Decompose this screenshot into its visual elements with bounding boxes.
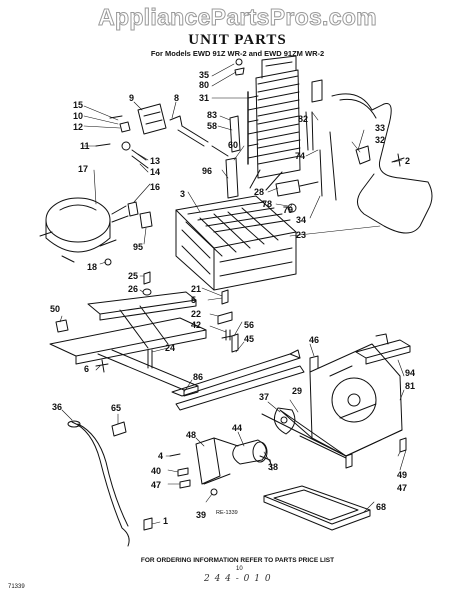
callout-65: 65	[111, 403, 122, 413]
callout-44: 44	[232, 423, 243, 433]
tube-parts	[177, 115, 241, 199]
callout-47-right: 47	[397, 483, 408, 493]
callout-leaders	[59, 63, 407, 525]
callout-1: 1	[163, 516, 169, 526]
top-screw	[234, 58, 245, 76]
compressor	[39, 197, 129, 263]
callout-24: 24	[165, 343, 176, 353]
callout-74: 74	[295, 151, 306, 161]
callout-46: 46	[309, 335, 320, 345]
callout-39: 39	[196, 510, 207, 520]
callout-6: 6	[84, 364, 90, 374]
rails	[171, 333, 305, 411]
callout-50: 50	[50, 304, 61, 314]
small-screws	[143, 453, 191, 531]
callout-17: 17	[78, 164, 89, 174]
drawing-code: RE-1339	[216, 510, 238, 516]
callout-81: 81	[405, 381, 416, 391]
callout-21: 21	[191, 284, 202, 294]
callout-86: 86	[193, 372, 204, 382]
callout-37: 37	[259, 392, 270, 402]
ordering-footer: FOR ORDERING INFORMATION REFER TO PARTS …	[140, 557, 335, 564]
callout-31: 31	[199, 93, 210, 103]
callout-68: 68	[376, 502, 387, 512]
callout-29: 29	[292, 386, 303, 396]
drain-pan	[263, 485, 371, 531]
callout-83: 83	[207, 110, 218, 120]
callout-5: 5	[191, 295, 197, 305]
clip-50	[55, 319, 69, 333]
callout-16: 16	[150, 182, 161, 192]
callout-48: 48	[186, 430, 197, 440]
heater-wire-loop	[329, 93, 433, 234]
models-subtitle: For Models EWD 91Z WR-2 and EWD 91ZM WR-…	[150, 49, 325, 58]
fan-shroud	[261, 343, 403, 459]
callout-28: 28	[254, 187, 265, 197]
callout-94: 94	[405, 368, 416, 378]
callout-3: 3	[180, 189, 186, 199]
callout-18: 18	[87, 262, 98, 272]
callout-80: 80	[199, 80, 210, 90]
condenser-coil	[247, 55, 301, 179]
callout-22: 22	[191, 309, 202, 319]
evaporator-coil	[175, 169, 297, 291]
callout-49: 49	[397, 470, 408, 480]
callout-34: 34	[296, 215, 307, 225]
callout-35: 35	[199, 70, 210, 80]
clip-parts	[355, 145, 405, 167]
callout-13: 13	[150, 156, 161, 166]
callout-58: 58	[207, 121, 218, 131]
fan-motor-assembly	[195, 407, 296, 496]
callout-11: 11	[80, 141, 90, 151]
relay-overload-group	[95, 103, 183, 169]
callout-15: 15	[73, 100, 84, 110]
site-watermark: AppliancePartsPros.com	[98, 4, 378, 31]
callout-96: 96	[202, 166, 213, 176]
callout-47: 47	[151, 480, 162, 490]
callout-23: 23	[296, 230, 307, 240]
callout-79: 79	[283, 205, 294, 215]
callout-2: 2	[405, 156, 411, 166]
bracket-right	[305, 79, 323, 197]
callout-42: 42	[191, 320, 202, 330]
mounting-screws	[142, 271, 233, 341]
capillary-tube	[67, 420, 130, 547]
bracket-94	[355, 333, 411, 365]
callout-8: 8	[174, 93, 180, 103]
callout-12: 12	[73, 122, 84, 132]
callout-95: 95	[133, 242, 144, 252]
callout-40: 40	[151, 466, 162, 476]
callout-38: 38	[268, 462, 279, 472]
callout-10: 10	[73, 111, 84, 121]
callout-56: 56	[244, 320, 255, 330]
callout-36: 36	[52, 402, 63, 412]
callout-26: 26	[128, 284, 139, 294]
page-number: 10	[236, 566, 243, 572]
callout-60: 60	[228, 140, 239, 150]
callout-4: 4	[158, 451, 164, 461]
page-title: UNIT PARTS	[188, 32, 287, 48]
callout-25: 25	[128, 271, 139, 281]
handwritten-note: 2 4 4 - 0 1 0	[204, 574, 272, 584]
callout-32: 32	[375, 135, 386, 145]
grommets	[104, 201, 153, 266]
base-frame	[49, 291, 207, 397]
callout-78: 78	[262, 199, 273, 209]
callout-45: 45	[244, 334, 255, 344]
callout-82: 82	[298, 114, 309, 124]
corner-code: 71339	[8, 584, 25, 590]
callout-14: 14	[150, 167, 161, 177]
callout-33: 33	[375, 123, 386, 133]
callout-9: 9	[129, 93, 135, 103]
